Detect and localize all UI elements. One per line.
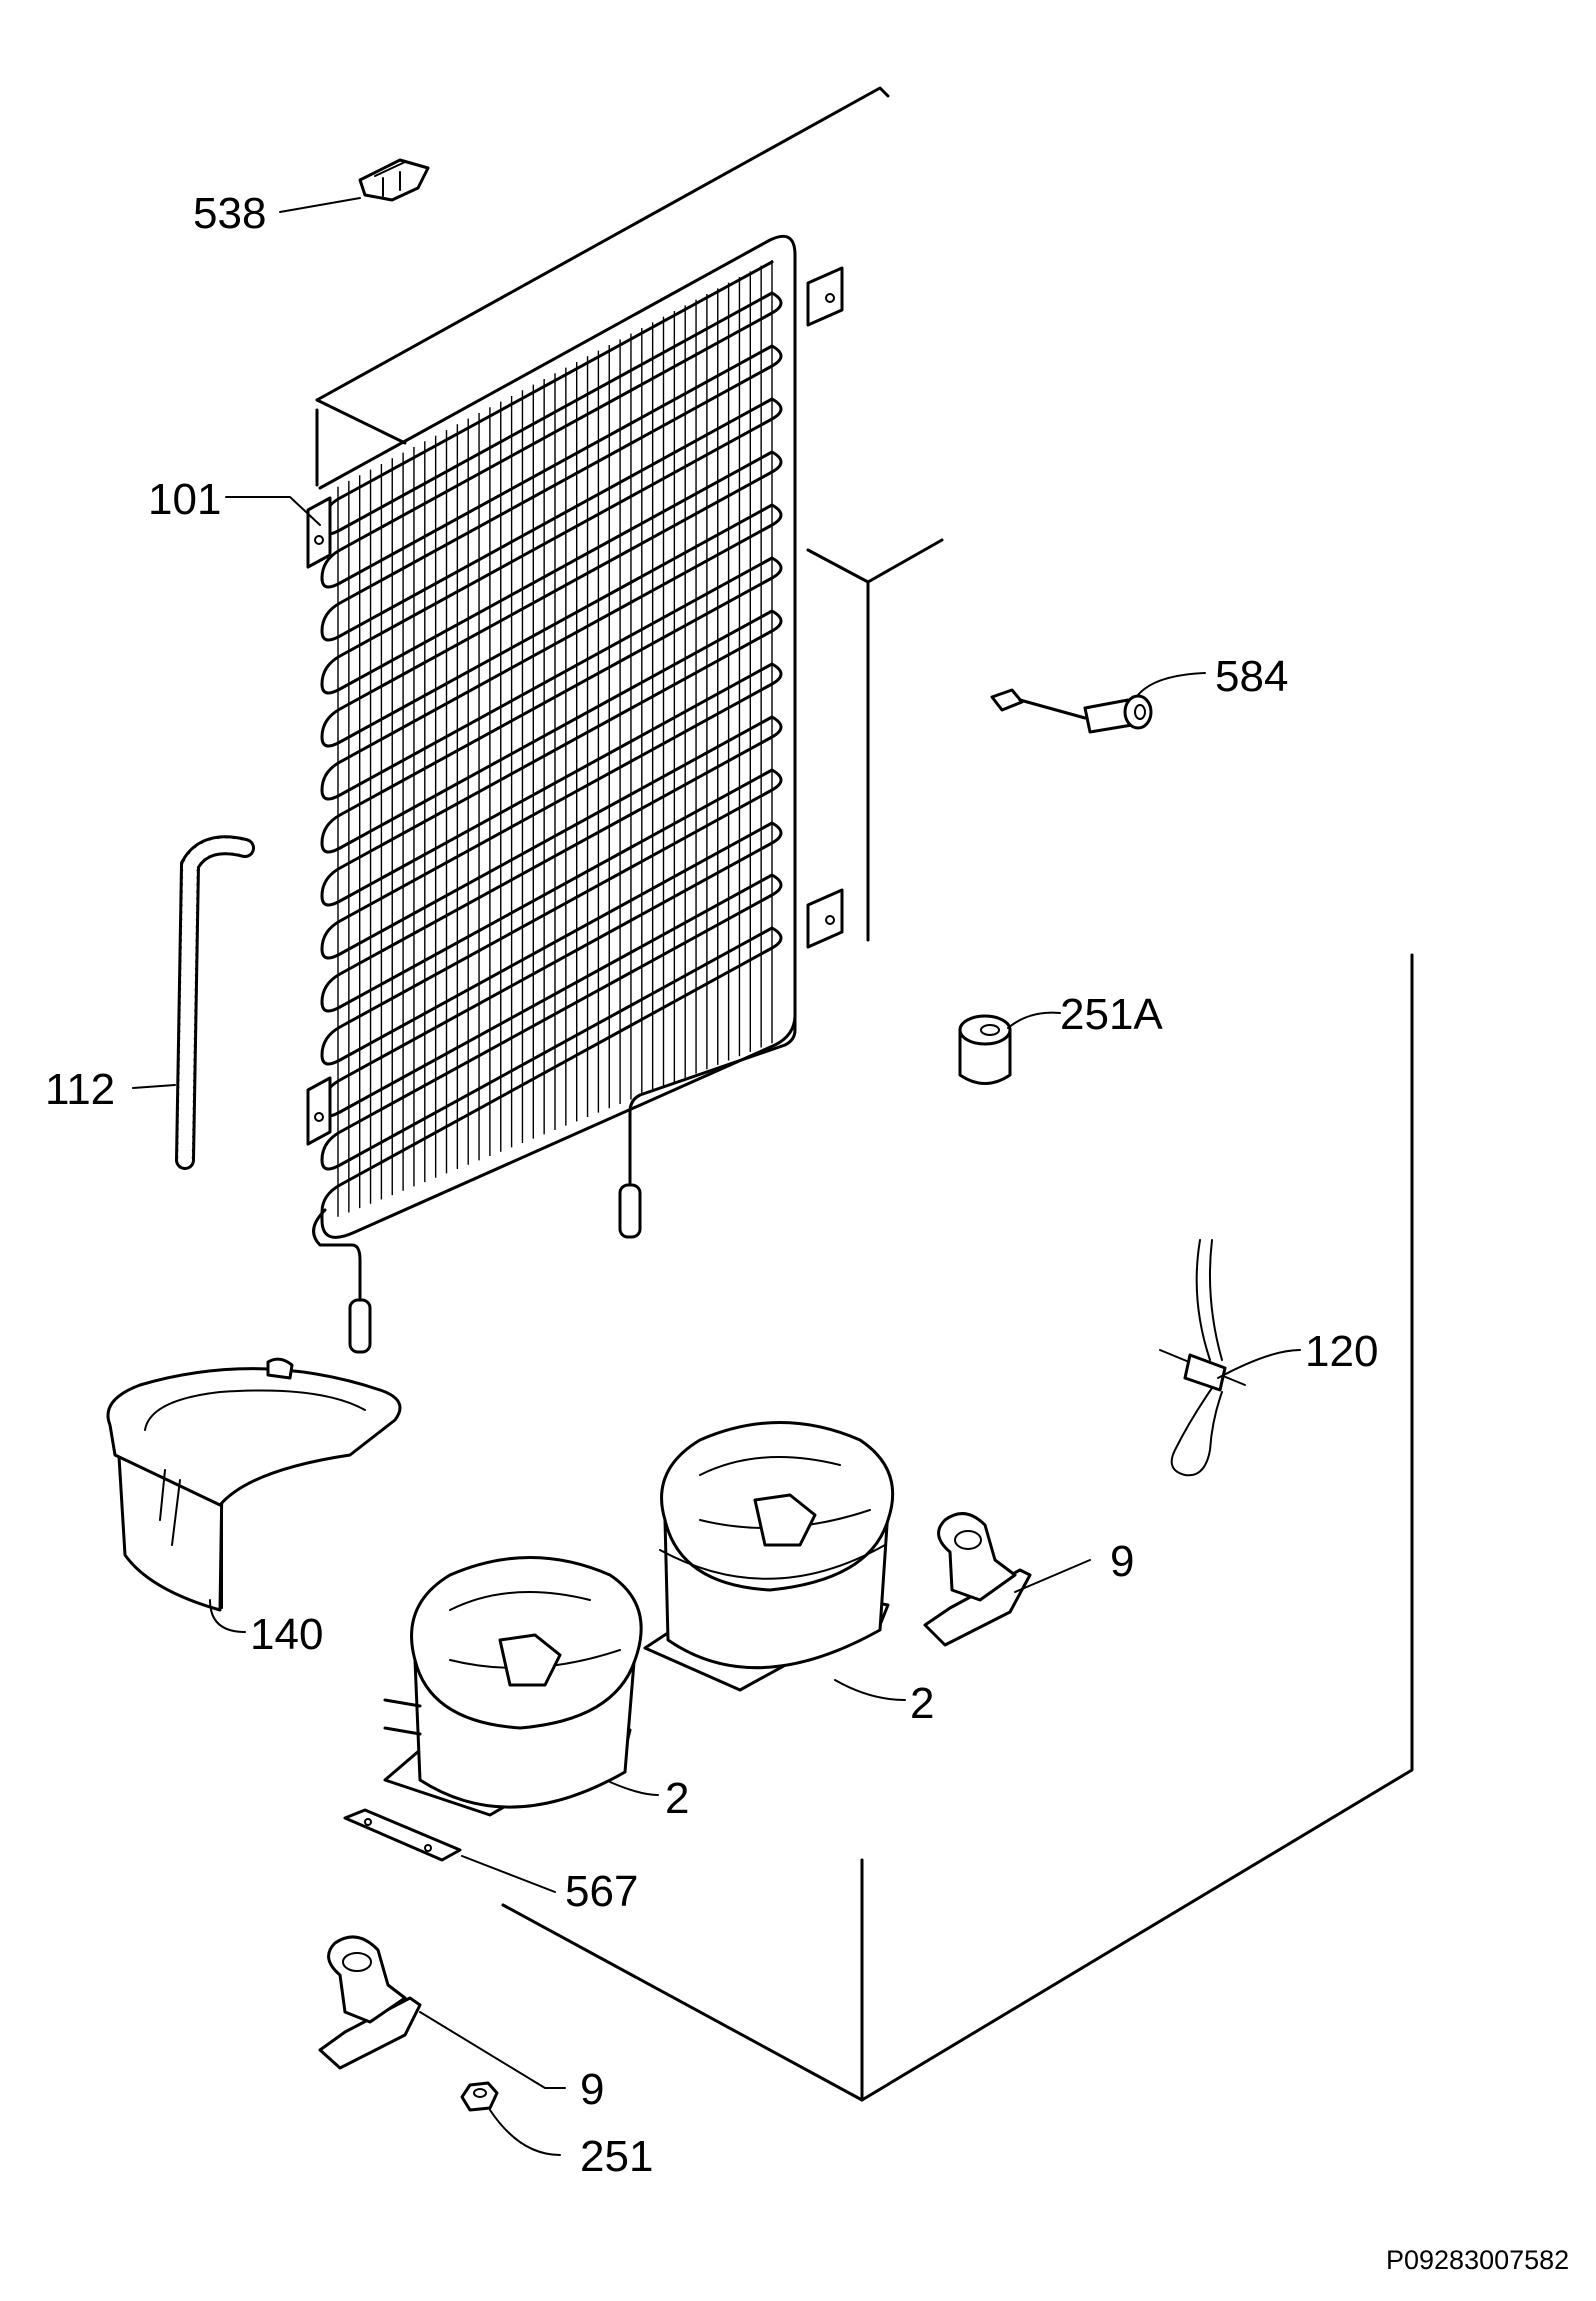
clamp-right-9	[923, 1512, 1032, 1647]
callout-251: 251	[580, 2132, 654, 2181]
compressor-left	[383, 1556, 643, 1817]
wiring-120	[1159, 1239, 1246, 1477]
compressor-right	[643, 1421, 895, 1692]
drain-hose-112	[175, 835, 255, 1170]
callout-567: 567	[565, 1867, 639, 1916]
callout-9-right: 9	[1110, 1537, 1135, 1586]
callout-2-right: 2	[910, 1679, 935, 1728]
nut-251	[460, 2081, 499, 2112]
callout-101: 101	[148, 475, 222, 524]
grommet-251a	[958, 1014, 1012, 1085]
callout-112: 112	[45, 1065, 116, 1114]
leader-lines	[132, 197, 1301, 2156]
callout-120: 120	[1305, 1327, 1379, 1376]
clamp-left-9	[318, 1935, 422, 2070]
callout-2-left: 2	[665, 1774, 690, 1823]
callout-9-left: 9	[580, 2065, 605, 2114]
callout-140: 140	[250, 1610, 324, 1659]
plate-567	[343, 1808, 462, 1862]
document-id: P09283007582	[1386, 2245, 1570, 2275]
cabinet-outline	[315, 86, 1414, 2102]
condenser-101	[306, 234, 844, 1354]
drip-tray-140	[106, 1357, 402, 1612]
callout-584: 584	[1215, 652, 1289, 701]
clip-538	[358, 158, 430, 202]
callout-251a: 251A	[1060, 990, 1163, 1039]
sensor-584	[990, 688, 1153, 734]
callout-538: 538	[193, 189, 267, 238]
